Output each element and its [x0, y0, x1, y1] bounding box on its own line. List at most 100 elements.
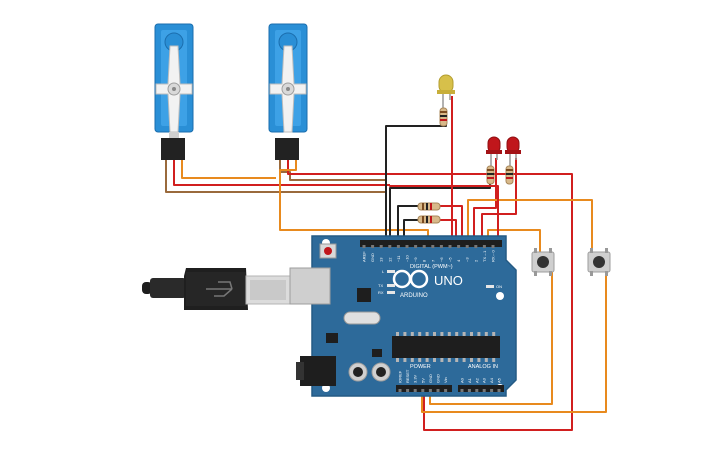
header-pin[interactable] [460, 389, 464, 392]
led-yellow[interactable] [437, 74, 455, 110]
chip-pin [484, 358, 488, 362]
header-pin[interactable] [474, 245, 478, 248]
header-pin[interactable] [388, 245, 392, 248]
wire-servo2-orange[interactable] [279, 160, 429, 243]
pin-label: GND [428, 374, 433, 383]
pin-label: ~10 [405, 254, 410, 262]
header-pin[interactable] [405, 245, 409, 248]
pin-label: 8 [422, 259, 427, 262]
header-pin[interactable] [457, 245, 461, 248]
resistor-red-led-1[interactable] [486, 165, 495, 185]
pin-label: GND [436, 374, 441, 383]
header-pin[interactable] [490, 389, 494, 392]
chip-pin [425, 332, 429, 336]
servo-2[interactable] [268, 23, 308, 133]
resistor-h-1[interactable] [417, 202, 441, 211]
header-pin[interactable] [413, 389, 417, 392]
digital-header[interactable] [360, 240, 502, 247]
power-header[interactable] [396, 385, 452, 392]
wire-button1-top[interactable] [467, 199, 593, 252]
power-header-label: POWER [410, 364, 431, 370]
wire-servo2-brown[interactable] [279, 160, 386, 181]
pin-label: TX→1 [482, 250, 487, 262]
header-pin[interactable] [497, 389, 501, 392]
header-pin[interactable] [444, 389, 448, 392]
pin-label: AREF [362, 251, 367, 262]
header-pin[interactable] [482, 245, 486, 248]
header-pin[interactable] [414, 245, 418, 248]
wire-servo2-red[interactable] [287, 160, 573, 431]
digital-header-label: DIGITAL (PWM~) [410, 264, 453, 270]
chip-pin [447, 358, 451, 362]
chip-pin [440, 358, 444, 362]
pin-label: A4 [489, 377, 494, 383]
header-pin[interactable] [398, 389, 402, 392]
header-pin[interactable] [406, 389, 410, 392]
chip-pin [477, 332, 481, 336]
header-pin[interactable] [482, 389, 486, 392]
header-pin[interactable] [448, 245, 452, 248]
chip-pin [484, 332, 488, 336]
chip-pin [433, 332, 436, 336]
pin-label: RESET [405, 369, 410, 383]
resistor-red-led-2[interactable] [505, 165, 514, 185]
chip-pin [403, 358, 407, 362]
chip-pin [433, 358, 436, 362]
chip-pin [455, 358, 459, 362]
servo-1[interactable] [154, 23, 194, 138]
led-l-indicator [387, 270, 395, 273]
wire-led-red-1[interactable] [473, 158, 497, 243]
chip-pin [425, 358, 429, 362]
header-pin[interactable] [439, 245, 443, 248]
chip-pin [403, 332, 407, 336]
header-pin[interactable] [431, 245, 435, 248]
resistor-yellow-led[interactable] [439, 107, 448, 127]
chip-pin [470, 358, 473, 362]
wire-servo1-red[interactable] [173, 160, 390, 186]
servo-1-connector[interactable] [161, 138, 185, 160]
header-pin[interactable] [467, 389, 471, 392]
header-pin[interactable] [371, 245, 375, 248]
wire-red-bus[interactable] [389, 185, 499, 243]
header-pin[interactable] [379, 245, 383, 248]
pushbutton-1[interactable] [531, 248, 555, 276]
led-red-2[interactable] [505, 136, 521, 166]
wire-res-1[interactable] [440, 205, 463, 243]
header-pin[interactable] [396, 245, 400, 248]
wire-black-gnd[interactable] [385, 123, 447, 243]
pushbutton-2[interactable] [587, 248, 611, 276]
atmega-chip [392, 336, 500, 358]
led-red-1[interactable] [486, 136, 502, 166]
header-pin[interactable] [422, 245, 426, 248]
crystal [343, 311, 381, 325]
pin-label: 13 [379, 257, 384, 262]
header-pin[interactable] [436, 389, 440, 392]
pin-label: 3.3V [413, 374, 418, 383]
pin-label: ~3 [465, 257, 470, 262]
board-model: UNO [434, 273, 463, 288]
chip-pin [418, 332, 422, 336]
chip-pin [492, 332, 496, 336]
header-pin[interactable] [362, 245, 366, 248]
wire-black-bus-2[interactable] [397, 205, 418, 243]
chip-pin [470, 332, 473, 336]
chip-pin [462, 332, 466, 336]
wires [165, 96, 607, 431]
wire-servo1-orange[interactable] [181, 160, 276, 179]
board-brand: ARDUINO [400, 293, 428, 299]
svg-text:RX: RX [378, 290, 384, 295]
header-pin[interactable] [465, 245, 469, 248]
header-pin[interactable] [421, 389, 425, 392]
pin-label: A2 [474, 377, 479, 383]
analog-header[interactable] [458, 385, 504, 392]
header-pin[interactable] [491, 245, 495, 248]
pin-label: ~11 [396, 255, 401, 262]
resistor-h-2[interactable] [417, 215, 441, 224]
usb-cable[interactable] [142, 268, 291, 310]
servo-2-connector[interactable] [275, 138, 299, 160]
header-pin[interactable] [428, 389, 432, 392]
header-pin[interactable] [475, 389, 479, 392]
pin-label: Vin [443, 377, 448, 383]
